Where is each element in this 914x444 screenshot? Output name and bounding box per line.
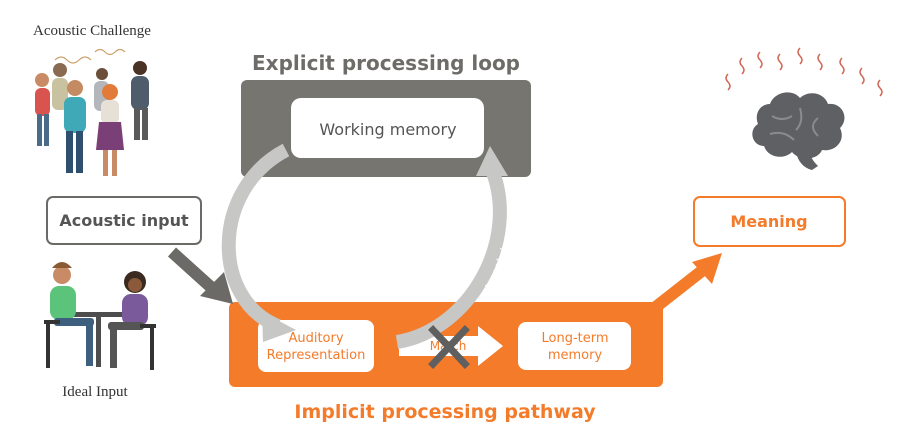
meaning-box (693, 196, 846, 247)
mismatch-arrow (395, 167, 507, 349)
acoustic-input-box (46, 196, 202, 245)
longterm-line2: memory (548, 348, 603, 363)
working-memory-label: Working memory (319, 120, 456, 139)
meaning-label: Meaning (730, 212, 807, 231)
meaning-arrow (648, 265, 707, 315)
acoustic-challenge-label: Acoustic Challenge (33, 23, 151, 39)
meaning-arrow-head (692, 253, 722, 284)
two-people-table-illustration (44, 262, 156, 370)
acoustic-input-label: Acoustic input (59, 211, 189, 230)
brain-icon (725, 47, 883, 170)
input-arrow-head (200, 272, 233, 304)
mismatch-arrow-head (476, 146, 508, 176)
loop-arrow-down-head (262, 312, 296, 342)
working-memory-box (291, 98, 484, 158)
ideal-input-label: Ideal Input (62, 384, 128, 400)
auditory-line2: Representation (267, 348, 366, 363)
blocked-x-icon (428, 325, 470, 369)
implicit-pathway-title: Implicit processing pathway (294, 401, 596, 423)
long-term-memory-box (518, 322, 631, 370)
longterm-line1: Long-term (541, 331, 608, 346)
explicit-loop-title: Explicit processing loop (252, 51, 520, 75)
auditory-line1: Auditory (288, 331, 343, 346)
input-arrow (167, 247, 218, 294)
crowd-illustration (35, 48, 149, 176)
loop-arrow-down (221, 143, 290, 333)
